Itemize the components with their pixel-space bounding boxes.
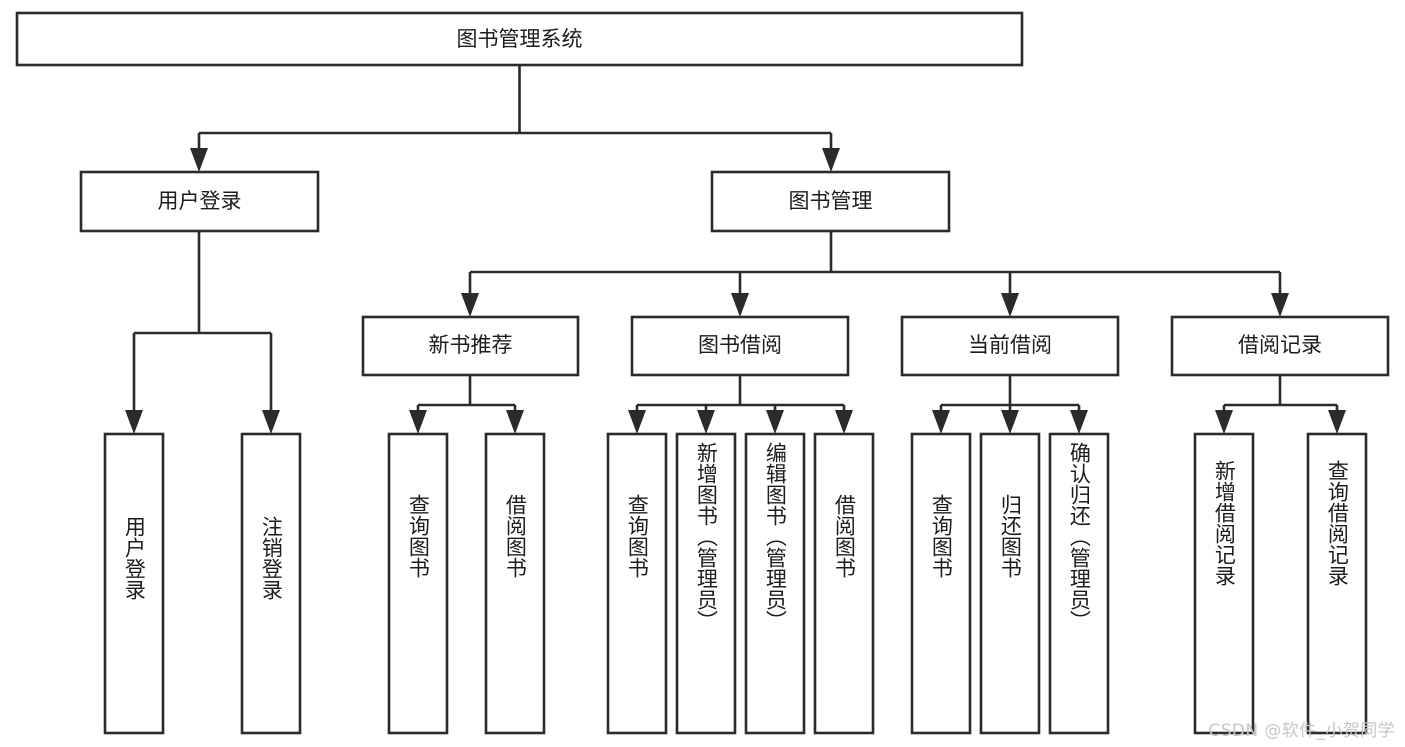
- arrow-to-book-manage: [822, 148, 840, 172]
- leaf-label-cb-confirm-text: 确认归还（管理员）: [1067, 442, 1092, 631]
- arrow-to-leaf-user-login: [125, 410, 143, 434]
- arrow-to-leaf-nb-borrow: [506, 410, 524, 434]
- leaf-label-nb-query-text: 查询图书: [406, 494, 431, 578]
- arrow-to-leaf-bb-edit: [766, 410, 784, 434]
- leaf-label-br-query: 查询借阅记录: [1308, 434, 1366, 747]
- arrow-to-leaf-cb-return: [1001, 410, 1019, 434]
- node-current-borrow-box[interactable]: [900, 315, 1120, 377]
- leaf-box-nb-query[interactable]: [387, 432, 449, 735]
- node-new-book-label: 新书推荐: [429, 333, 513, 357]
- leaf-label-br-query-text: 查询借阅记录: [1325, 460, 1350, 586]
- arrow-to-book-borrow: [731, 293, 749, 317]
- leaf-label-bb-query-text: 查询图书: [625, 494, 650, 578]
- arrow-to-user-login: [190, 148, 208, 172]
- node-borrow-record-label: 借阅记录: [1238, 333, 1322, 357]
- arrow-to-leaf-cb-query: [932, 410, 950, 434]
- node-current-borrow-label: 当前借阅: [968, 333, 1052, 357]
- leaf-box-bb-edit[interactable]: [744, 432, 806, 735]
- node-book-borrow-label: 图书借阅: [698, 333, 782, 357]
- edge-bookmanage-bus: [468, 231, 1282, 296]
- node-user-login-box[interactable]: [79, 170, 320, 233]
- node-borrow-record-box[interactable]: [1170, 315, 1390, 377]
- edge-newbook-bus: [416, 375, 517, 412]
- leaf-box-bb-add[interactable]: [675, 432, 737, 735]
- leaf-box-cb-query[interactable]: [910, 432, 972, 735]
- leaf-box-bb-borrow[interactable]: [813, 432, 875, 735]
- leaf-label-bb-edit-text: 编辑图书（管理员）: [763, 442, 788, 631]
- arrow-to-leaf-logout: [262, 410, 280, 434]
- leaf-box-br-add[interactable]: [1193, 432, 1255, 735]
- leaf-box-br-query[interactable]: [1306, 432, 1368, 735]
- leaf-box-user-login[interactable]: [103, 432, 165, 735]
- leaf-box-cb-confirm[interactable]: [1048, 432, 1110, 735]
- arrow-to-borrow-record: [1271, 293, 1289, 317]
- leaf-box-bb-query[interactable]: [606, 432, 668, 735]
- arrow-to-leaf-cb-confirm: [1070, 410, 1088, 434]
- leaf-label-nb-query: 查询图书: [389, 434, 447, 747]
- leaf-label-bb-add: 新增图书（管理员）: [677, 434, 735, 741]
- leaf-box-nb-borrow[interactable]: [484, 432, 546, 735]
- node-user-login-label: 用户登录: [158, 189, 242, 213]
- arrow-to-leaf-bb-borrow: [835, 410, 853, 434]
- node-book-manage-label: 图书管理: [789, 189, 873, 213]
- node-new-book-box[interactable]: [361, 315, 580, 377]
- leaf-label-cb-return: 归还图书: [981, 434, 1039, 747]
- edge-borrowrecord-bus: [1222, 375, 1339, 412]
- leaf-label-bb-borrow: 借阅图书: [815, 434, 873, 747]
- edge-currentborrow-bus: [939, 375, 1081, 412]
- leaf-label-logout-text: 注销登录: [259, 516, 284, 600]
- arrow-to-leaf-nb-query: [409, 410, 427, 434]
- leaf-box-cb-return[interactable]: [979, 432, 1041, 735]
- leaf-label-bb-query: 查询图书: [608, 434, 666, 747]
- node-book-borrow-box[interactable]: [630, 315, 850, 377]
- leaf-label-nb-borrow-text: 借阅图书: [503, 494, 528, 578]
- leaf-label-cb-return-text: 归还图书: [998, 494, 1023, 578]
- leaf-label-bb-borrow-text: 借阅图书: [832, 494, 857, 578]
- leaf-label-nb-borrow: 借阅图书: [486, 434, 544, 747]
- node-book-manage-box[interactable]: [710, 170, 951, 233]
- arrow-to-leaf-bb-query: [628, 410, 646, 434]
- edge-root-bus: [197, 65, 833, 152]
- connector-layer: [125, 65, 1346, 434]
- arrow-to-leaf-bb-add: [697, 410, 715, 434]
- leaf-box-logout[interactable]: [240, 432, 302, 735]
- leaf-label-cb-query-text: 查询图书: [929, 494, 954, 578]
- leaf-label-br-add-text: 新增借阅记录: [1212, 460, 1237, 586]
- edge-bookborrow-bus: [635, 375, 846, 412]
- leaf-label-user-login-text: 用户登录: [122, 516, 147, 600]
- leaf-label-br-add: 新增借阅记录: [1195, 434, 1253, 747]
- arrow-to-new-book: [461, 293, 479, 317]
- node-root-box[interactable]: [15, 11, 1024, 67]
- leaf-label-cb-confirm: 确认归还（管理员）: [1050, 434, 1108, 741]
- leaf-label-bb-edit: 编辑图书（管理员）: [746, 434, 804, 741]
- edge-userlogin-bus: [132, 231, 273, 412]
- leaf-label-bb-add-text: 新增图书（管理员）: [694, 442, 719, 631]
- node-root-label: 图书管理系统: [457, 27, 583, 51]
- arrow-to-leaf-br-query: [1328, 410, 1346, 434]
- leaf-label-cb-query: 查询图书: [912, 434, 970, 747]
- arrow-to-leaf-br-add: [1215, 410, 1233, 434]
- leaf-label-user-login: 用户登录: [105, 434, 163, 747]
- arrow-to-current-borrow: [1001, 293, 1019, 317]
- node-layer: 图书管理系统 用户登录 图书管理 新书推荐 图书借阅 当前借阅 借阅记录: [15, 11, 1390, 735]
- leaf-label-logout: 注销登录: [242, 434, 300, 747]
